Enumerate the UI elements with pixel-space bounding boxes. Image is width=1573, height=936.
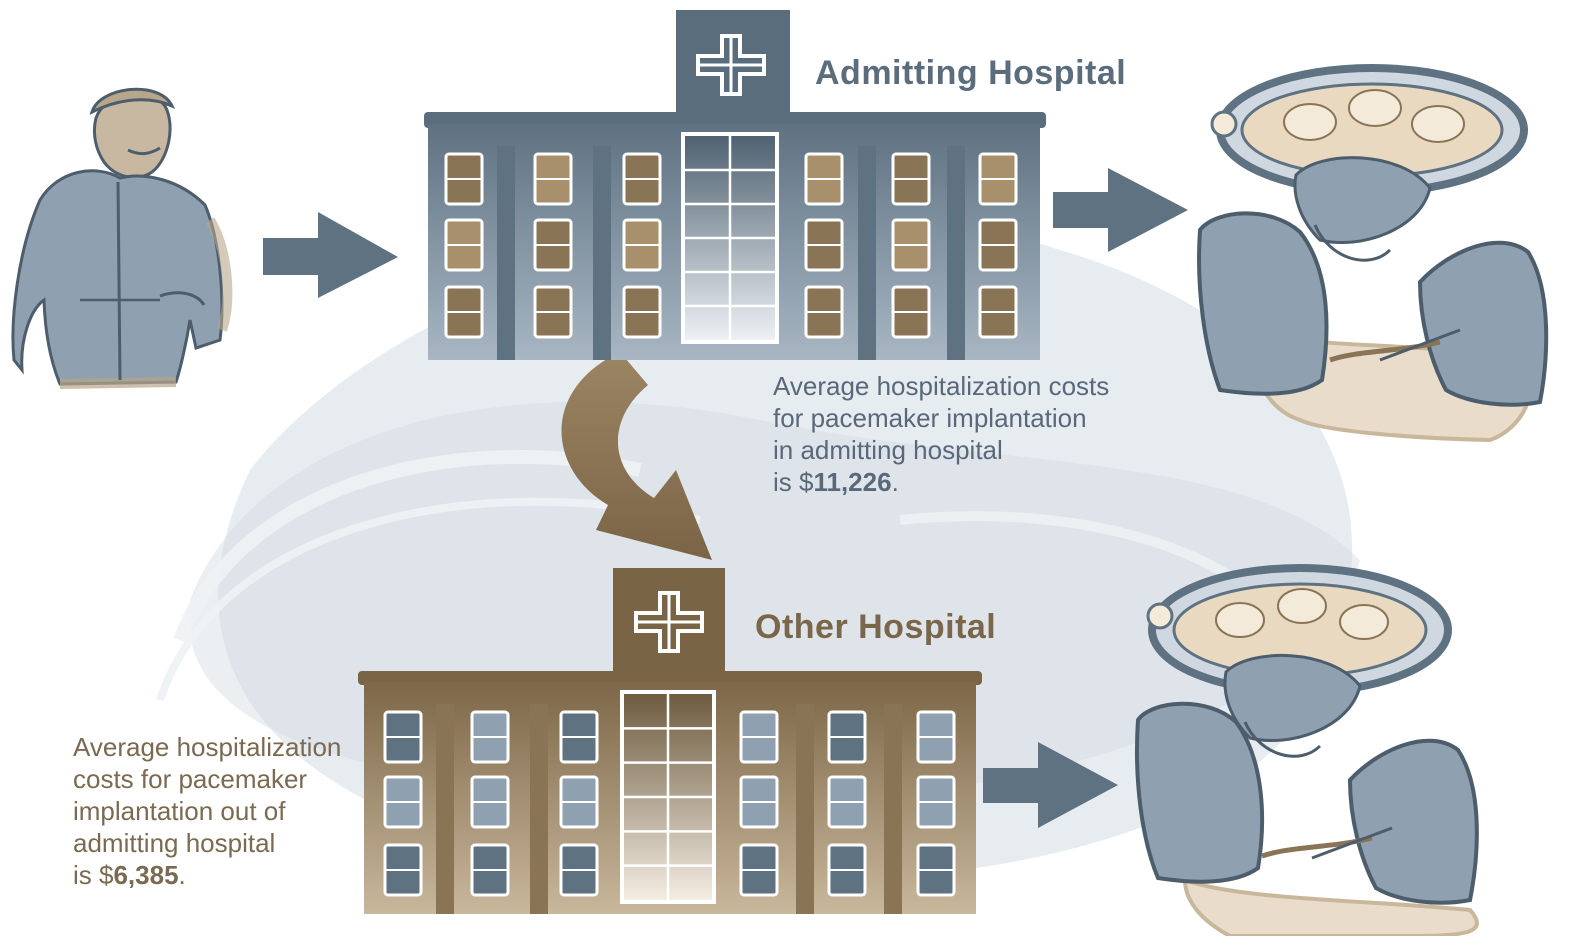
arrow-other-to-procedure [983,742,1118,828]
cost-prefix: is $ [73,860,114,890]
arrow-transfer-to-other [561,352,712,560]
arrow-patient-to-admitting [263,212,398,298]
cross-icon [634,591,704,653]
admitting-hospital-cost-caption: Average hospitalization costs for pacema… [773,370,1109,498]
cost-value: 6,385 [113,860,179,890]
pillar [884,704,902,914]
arrow-admitting-to-procedure [1053,168,1188,252]
other-hospital-title: Other Hospital [755,608,997,646]
pillar [858,146,876,360]
cost-suffix: . [891,467,899,497]
caption-line: Average hospitalization [73,732,342,762]
surgery-scene-admitting [1197,64,1549,443]
caption-line: implantation out of [73,796,286,826]
cross-icon [696,34,766,96]
cost-prefix: is $ [773,467,814,497]
caption-line: Average hospitalization costs [773,371,1110,401]
surgery-scene-other [1134,564,1479,936]
admitting-hospital-building [424,10,1046,360]
pillar [530,704,548,914]
pillar [593,146,611,360]
pillar [436,704,454,914]
caption-line: costs for pacemaker [73,764,308,794]
admitting-hospital-title: Admitting Hospital [815,54,1127,92]
caption-cost-line: is $6,385. [73,859,341,891]
pillar [947,146,965,360]
cost-suffix: . [178,860,186,890]
other-hospital-cost-caption: Average hospitalization costs for pacema… [73,731,341,891]
cost-value: 11,226 [813,467,892,497]
caption-line: for pacemaker implantation [773,403,1087,433]
other-hospital-building [358,568,982,914]
patient-figure [11,87,233,389]
caption-cost-line: is $11,226. [773,466,1109,498]
pillar [497,146,515,360]
caption-line: in admitting hospital [773,435,1003,465]
caption-line: admitting hospital [73,828,276,858]
pillar [796,704,814,914]
